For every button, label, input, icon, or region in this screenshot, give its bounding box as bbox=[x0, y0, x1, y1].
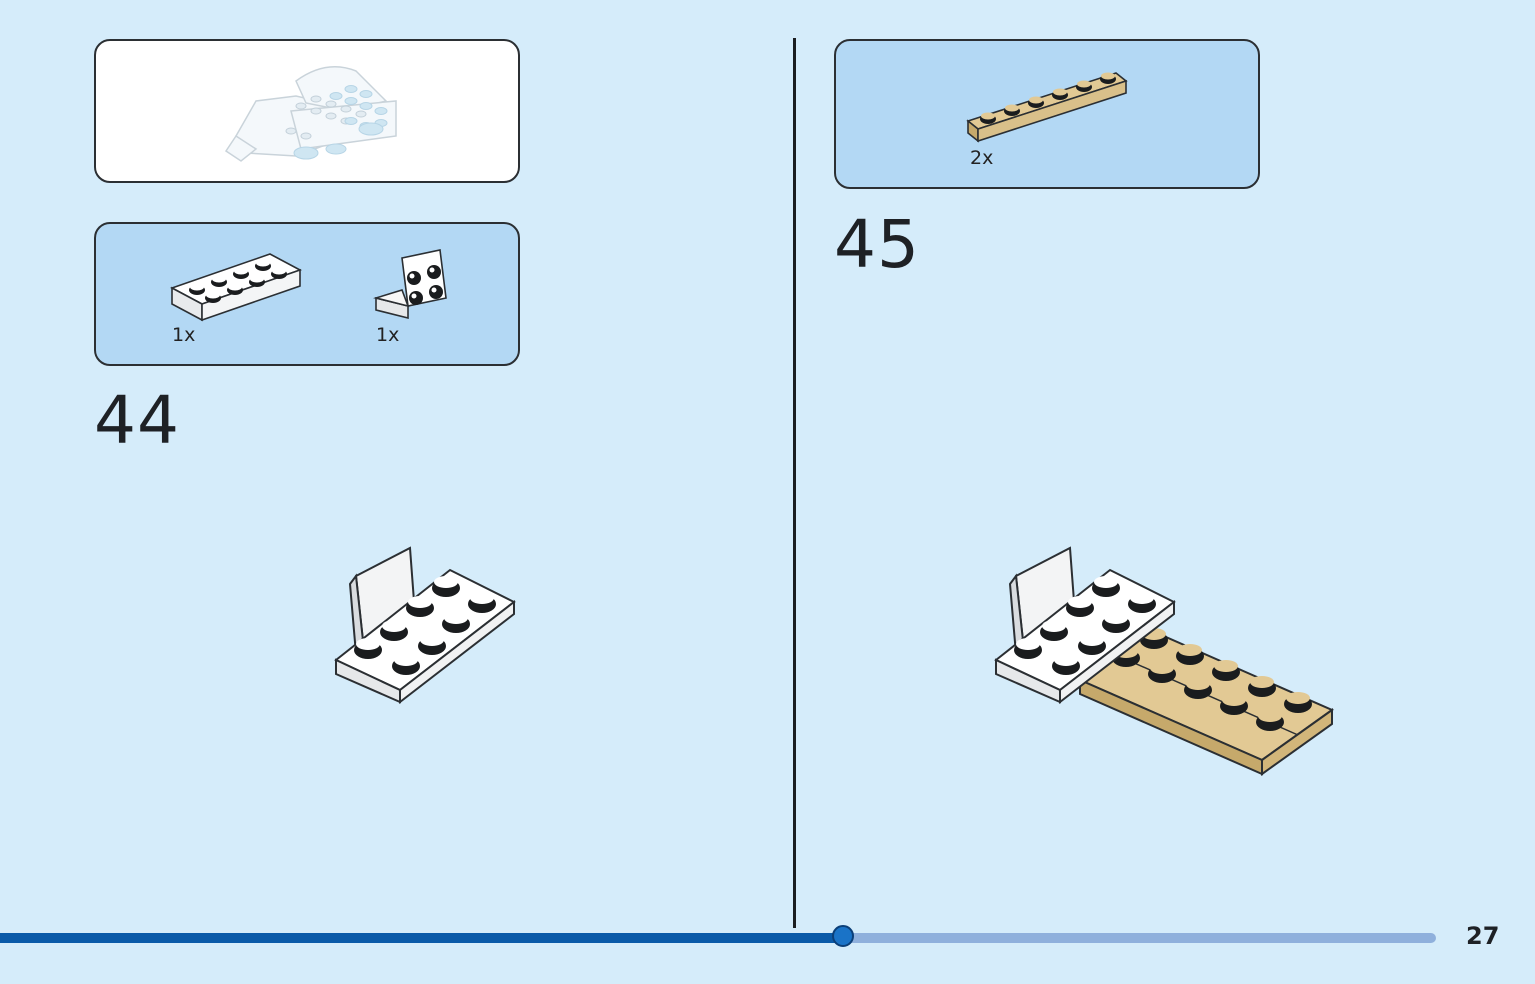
part-quantity-bracket: 1x bbox=[376, 324, 400, 346]
page-number: 27 bbox=[1466, 922, 1500, 950]
progress-track-played[interactable] bbox=[0, 933, 843, 943]
parts-list-step-45: 2x bbox=[834, 39, 1260, 189]
step-number-45: 45 bbox=[834, 206, 920, 283]
page-divider bbox=[793, 38, 796, 928]
assembly-illustration-step-45 bbox=[994, 546, 1335, 776]
white-plate-2x4 bbox=[170, 253, 302, 322]
faded-vehicle-illustration bbox=[224, 66, 397, 162]
part-quantity-tan-plate: 2x bbox=[970, 147, 994, 169]
progress-handle[interactable] bbox=[832, 925, 854, 947]
tan-plate-1x6 bbox=[966, 72, 1128, 143]
step-number-44: 44 bbox=[94, 382, 180, 459]
parts-list-step-44: 1x 1x bbox=[94, 222, 520, 366]
assembly-illustration-step-44 bbox=[334, 546, 516, 705]
part-quantity-plate: 1x bbox=[172, 324, 196, 346]
subassembly-callout bbox=[94, 39, 520, 183]
white-bracket-2x2 bbox=[373, 249, 447, 320]
